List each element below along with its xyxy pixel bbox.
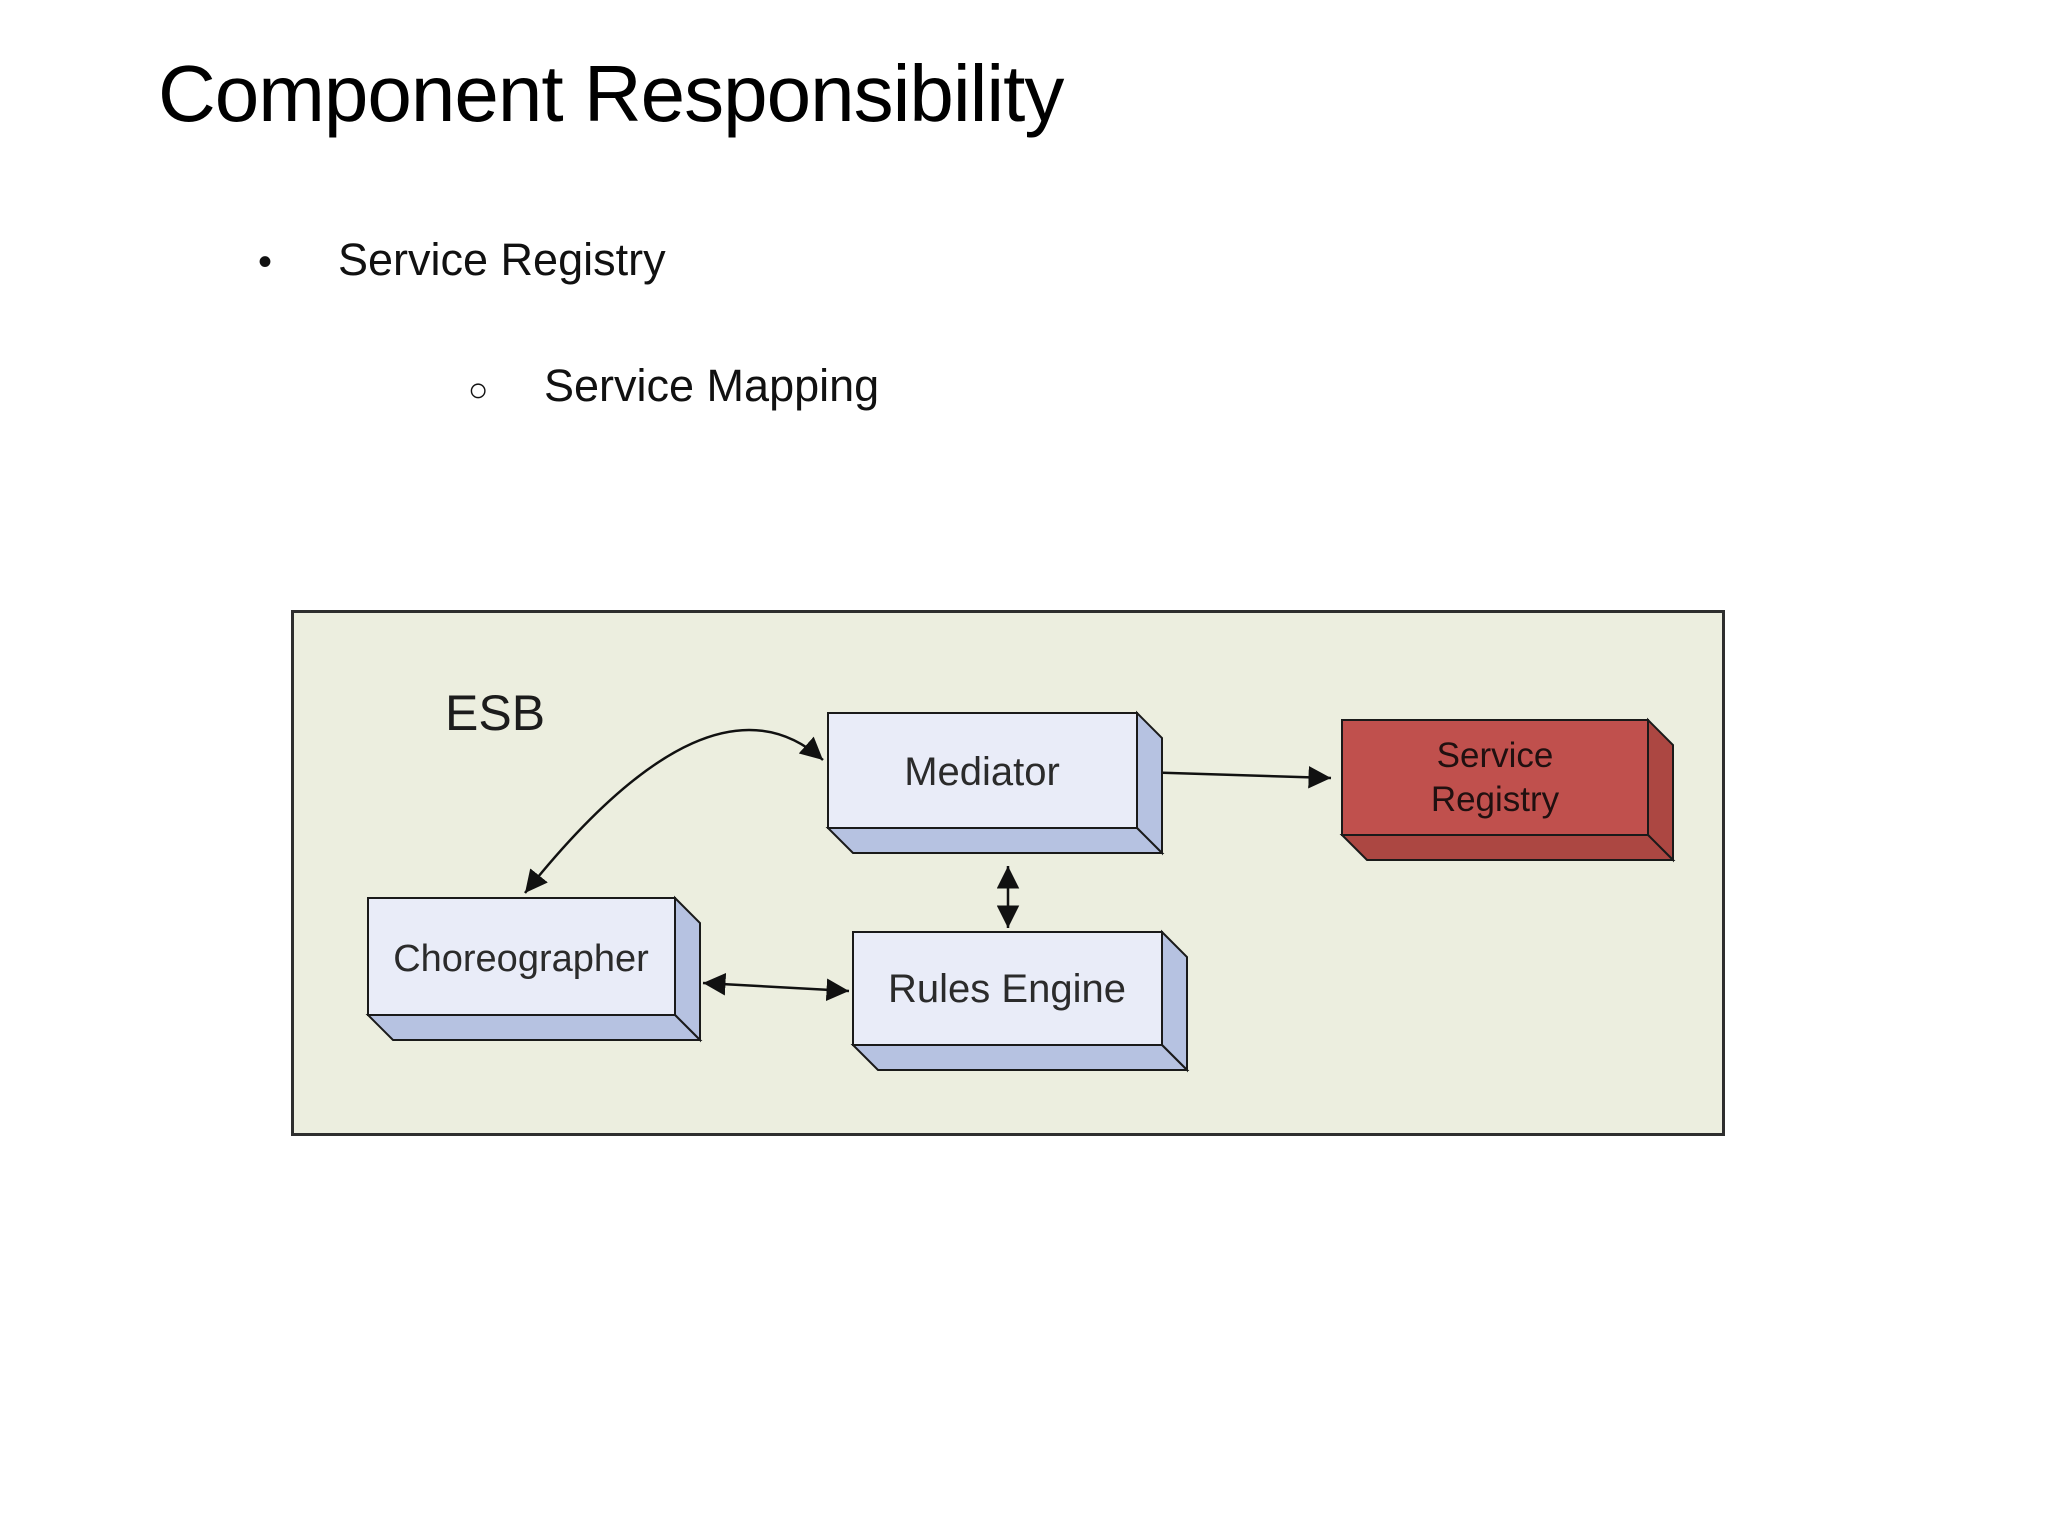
esb-diagram: ESB Mediator Service Registry [291, 610, 1725, 1136]
node-choreographer-label: Choreographer [393, 938, 649, 980]
edge-choreographer-rules-engine [702, 972, 850, 1002]
node-choreographer-front-face [367, 897, 676, 1016]
bullet-text: Service Mapping [544, 360, 880, 411]
node-service-registry-label-line1: Service [1437, 736, 1554, 775]
edge-mediator-service-registry [1138, 766, 1332, 789]
node-service-registry-bottom-face [1339, 834, 1676, 861]
node-rules-engine-label: Rules Engine [888, 967, 1126, 1011]
node-choreographer-bottom-face [365, 1014, 703, 1041]
node-mediator-bottom-face [825, 827, 1165, 854]
node-service-registry-label-line2: Registry [1431, 780, 1560, 819]
node-choreographer: Choreographer [365, 895, 703, 1043]
page-title: Component Responsibility [158, 49, 1064, 138]
node-mediator-label: Mediator [904, 750, 1060, 794]
circle-bullet-icon: ○ [468, 371, 489, 409]
node-service-registry: Service Registry [1339, 717, 1676, 863]
esb-label: ESB [445, 685, 545, 741]
edge-choreographer-mediator [524, 728, 824, 894]
bullet-item-service-registry: • Service Registry [258, 234, 666, 286]
node-service-registry-front-face [1341, 719, 1649, 836]
node-rules-engine-bottom-face [850, 1044, 1190, 1071]
node-rules-engine: Rules Engine [850, 929, 1190, 1073]
node-mediator: Mediator [825, 710, 1165, 856]
node-mediator-front-face [827, 712, 1138, 829]
bullet-dot-icon: • [258, 240, 273, 284]
bullet-text: Service Registry [338, 234, 666, 285]
bullet-item-service-mapping: ○ Service Mapping [468, 360, 879, 412]
node-rules-engine-front-face [852, 931, 1163, 1046]
